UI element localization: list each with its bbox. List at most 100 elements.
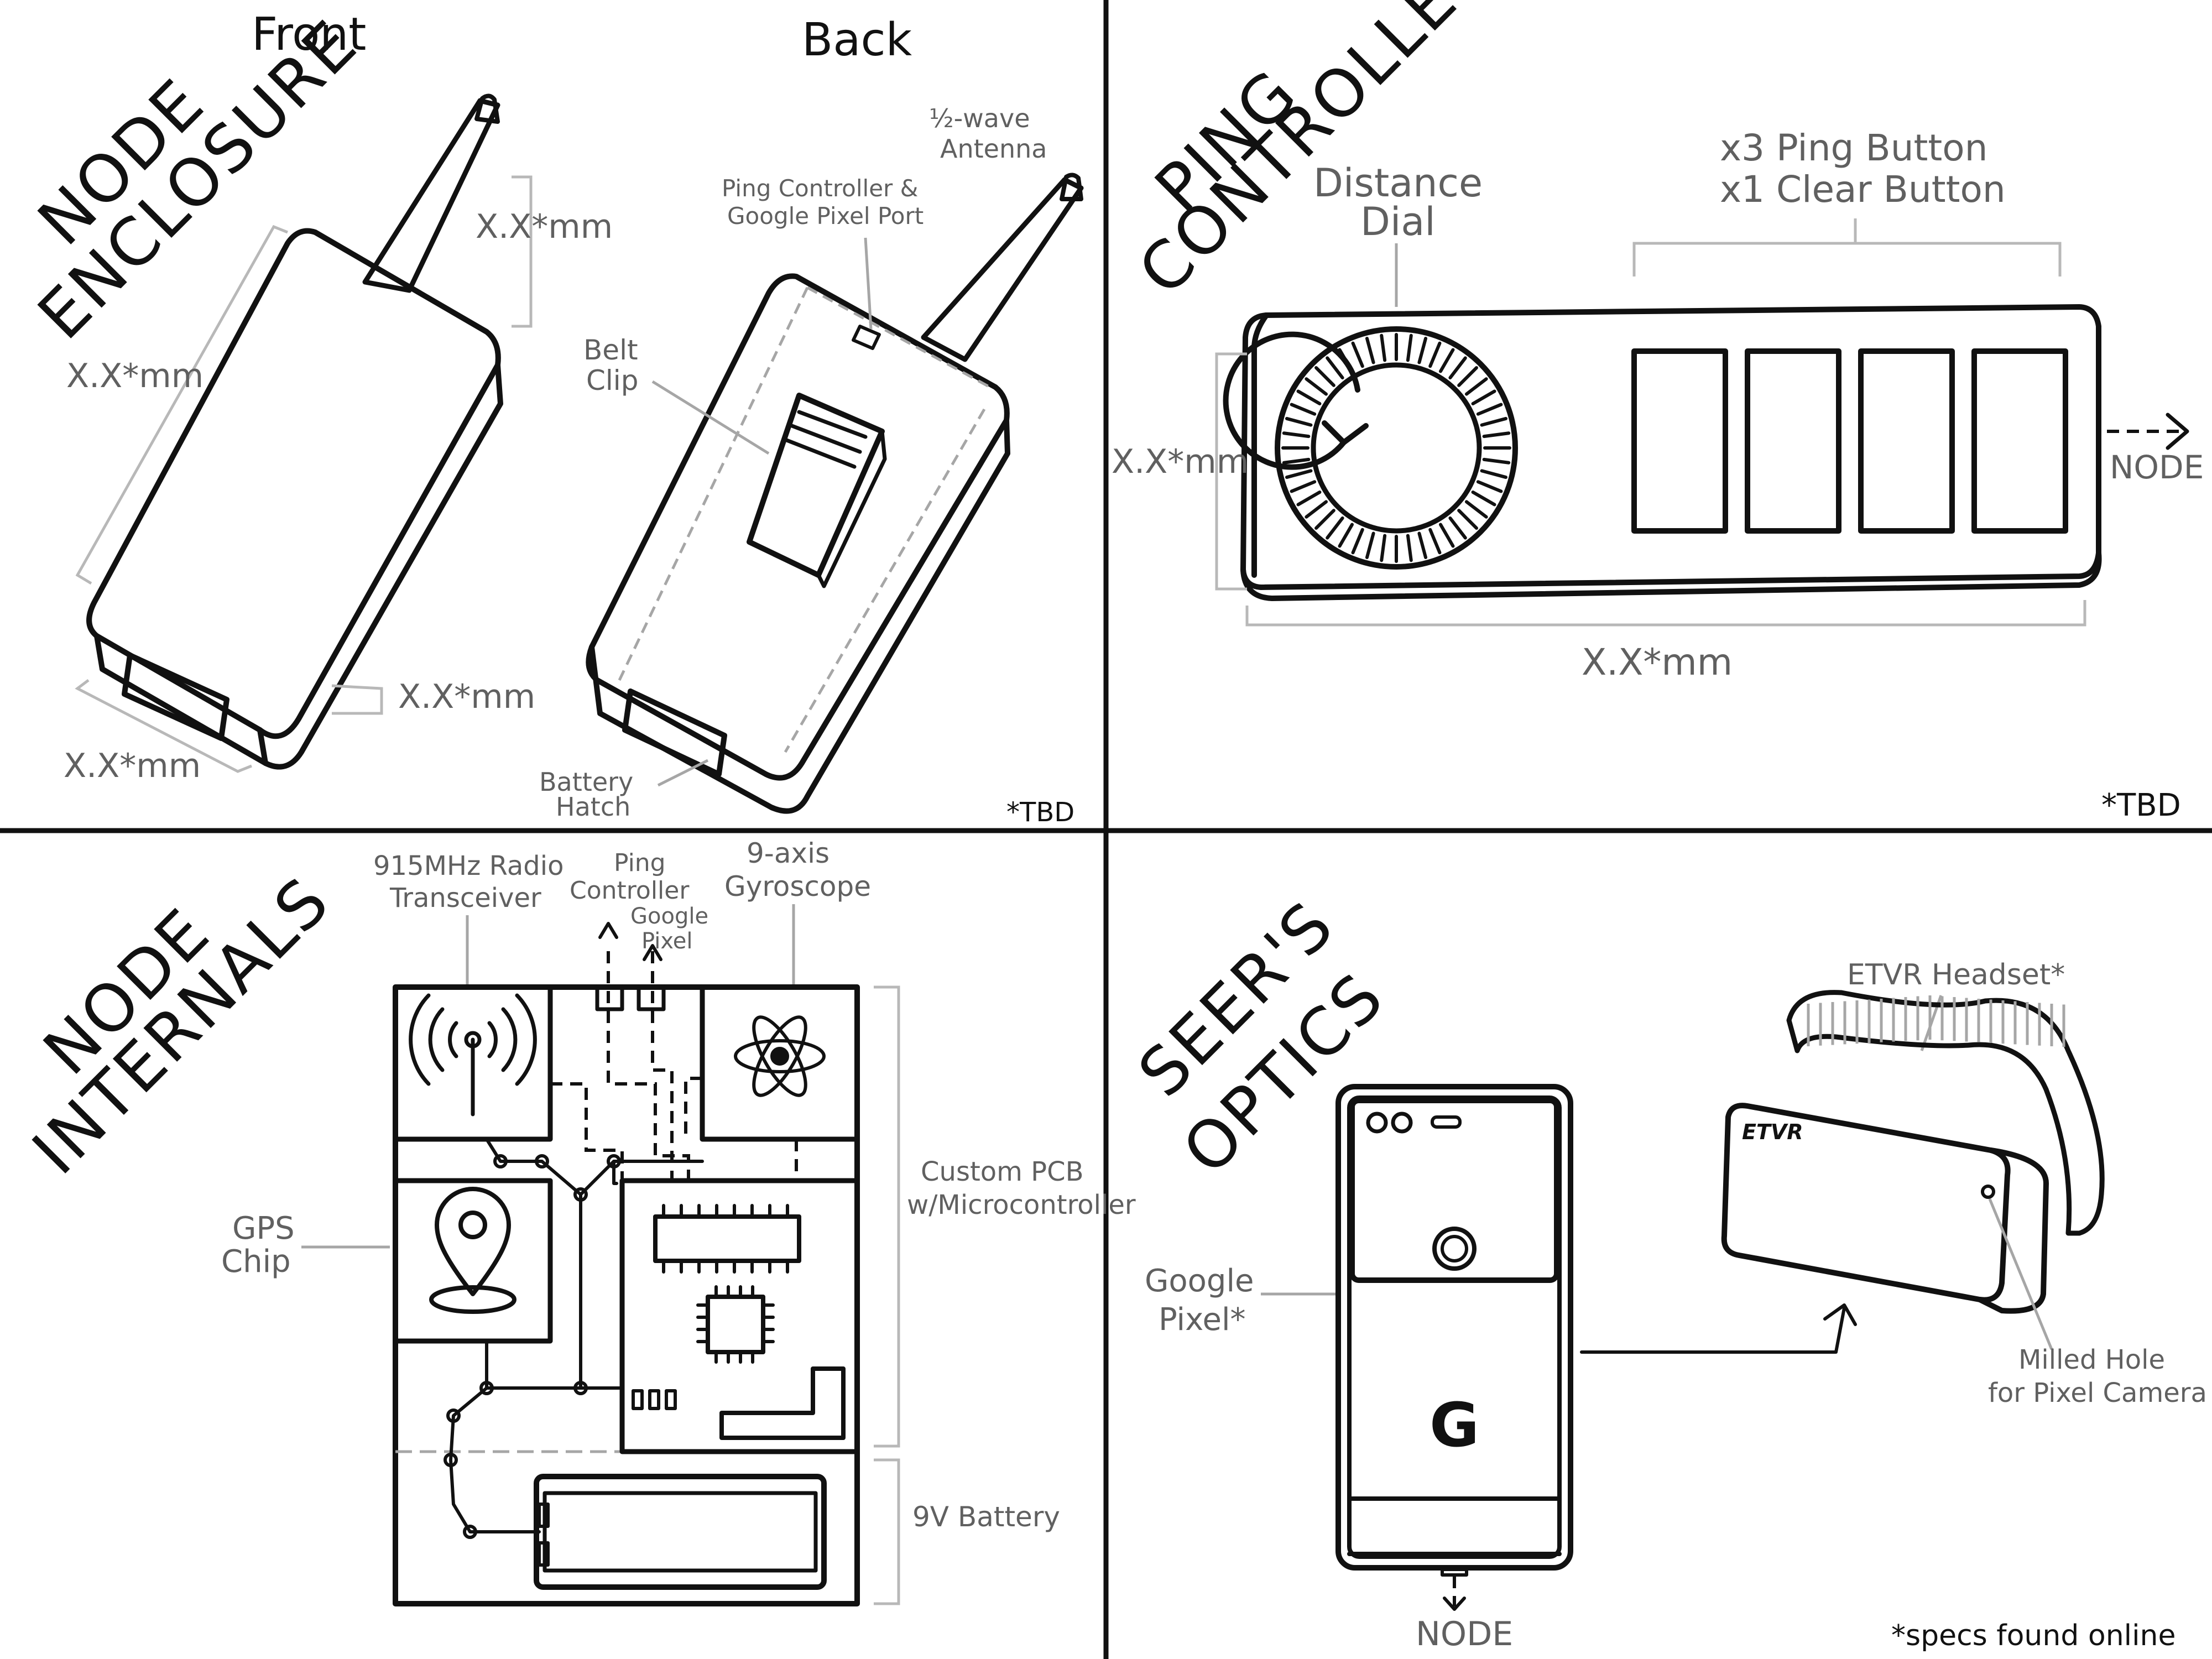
distance-dial[interactable] [1223, 326, 1518, 570]
ping-controller-port-label-2: Controller [570, 877, 690, 905]
dial-tick [1338, 523, 1354, 548]
dial-tick [1448, 516, 1467, 540]
dial-tick [1471, 389, 1496, 405]
dial-arrowhead-icon [1322, 420, 1369, 445]
dial-tick [1406, 534, 1413, 562]
gps-label-2: Chip [221, 1244, 291, 1280]
pixel-port [637, 985, 666, 1011]
controller-body [1240, 304, 2101, 590]
controller-footnote: *TBD [2101, 787, 2181, 823]
back-belt-clip [747, 393, 885, 578]
pixel-label: Google [1145, 1263, 1254, 1299]
fingerprint-sensor [1432, 1227, 1477, 1271]
dial-tick [1464, 500, 1488, 519]
battery-hatch-label-2: Hatch [556, 792, 630, 822]
battery-label: 9V Battery [912, 1501, 1060, 1533]
battery-icon [542, 1491, 818, 1573]
internals-drawing [301, 904, 900, 1606]
radio-module [393, 984, 553, 1142]
dial-tick [1285, 469, 1313, 479]
buttons-label-2: x1 Clear Button [1720, 168, 2006, 211]
gyroscope-module [700, 984, 860, 1142]
gyro-label-2: Gyroscope [724, 870, 871, 902]
ping-controller-port-label: Ping [614, 849, 666, 877]
pcb-label-2: w/Microcontroller [907, 1190, 1136, 1220]
dial-tick [1296, 389, 1322, 405]
google-pixel-phone [1335, 1084, 1573, 1611]
headset-label: ETVR Headset* [1847, 958, 2065, 992]
atom-gyroscope-icon [734, 1015, 826, 1097]
dial-tick [1417, 336, 1428, 364]
belt-clip-lines [783, 410, 887, 588]
dial-tick [1439, 348, 1455, 373]
front-antenna-tip [474, 93, 500, 124]
camera-lens-1 [1366, 1112, 1388, 1134]
dial-tick [1290, 403, 1317, 416]
radio-label: 915MHz Radio [373, 851, 564, 881]
belt-clip-label-2: Clip [586, 364, 638, 397]
front-body-bottom [257, 727, 268, 766]
back-body-side [589, 418, 1010, 814]
dial-tick [1482, 431, 1511, 439]
phone-g-logo: G [1430, 1390, 1479, 1460]
port-label-2: Google Pixel Port [727, 202, 924, 229]
dial-tick [1282, 457, 1311, 465]
dial-tick [1482, 457, 1511, 465]
enclosure-back-drawing [586, 173, 1084, 814]
pixel-label-2: Pixel* [1159, 1302, 1246, 1338]
front-body-top [86, 228, 501, 739]
gps-module [393, 1178, 553, 1344]
headset-body [1721, 1103, 2011, 1303]
pcb-bracket-shape [719, 1366, 846, 1440]
dial-tick [1448, 356, 1467, 380]
headset-strap [1786, 990, 2105, 1236]
small-chip [706, 1295, 765, 1354]
dial-tick [1439, 523, 1455, 548]
dial-tick [1326, 516, 1344, 540]
node-enclosure-panel: NODE ENCLOSURE Front Back X.X*mm X.X*mm … [23, 5, 1084, 828]
dial-tick [1314, 509, 1335, 530]
front-label: Front [252, 8, 366, 61]
dial-tick [1417, 531, 1428, 560]
antenna-label: ½-wave [929, 103, 1030, 133]
dial-tick [1305, 377, 1328, 396]
pcb-module [619, 1178, 860, 1454]
dial-tick [1428, 341, 1442, 368]
radio-tower-icon [409, 993, 537, 1117]
back-antenna-tip [1060, 173, 1083, 201]
location-pin-icon [429, 1187, 517, 1314]
distance-dial-label-2: Dial [1360, 199, 1436, 244]
ping-button-3[interactable] [1858, 348, 1955, 534]
port-label: Ping Controller & [722, 175, 918, 202]
enclosure-footnote: *TBD [1006, 797, 1074, 828]
dial-tick [1428, 528, 1442, 555]
ping-button-2[interactable] [1745, 348, 1841, 534]
antenna-label-2: Antenna [940, 134, 1047, 164]
dim-enclosure-width: X.X*mm [64, 747, 201, 785]
dial-tick [1471, 491, 1496, 507]
dial-tick [1326, 356, 1344, 380]
back-hidden-edges [618, 286, 991, 753]
controller-width-dim: X.X*mm [1582, 641, 1733, 684]
node-internals-panel: NODE INTERNALS 915MHz Radio Transceiver … [18, 837, 1136, 1606]
controller-node-link: NODE [2110, 448, 2204, 486]
dial-tick [1380, 534, 1387, 562]
headset-brand-mark: ETVR [1742, 1120, 1803, 1144]
clear-button[interactable] [1971, 348, 2068, 534]
dial-tick [1365, 531, 1375, 560]
radio-label-2: Transceiver [389, 883, 541, 914]
dial-tick [1476, 403, 1503, 416]
dial-tick [1282, 431, 1311, 439]
dial-tick [1476, 480, 1503, 493]
ping-button-1[interactable] [1631, 348, 1728, 534]
pixel-port-label: Google [630, 904, 708, 929]
optics-node-link: NODE [1416, 1615, 1513, 1653]
dial-tick [1464, 377, 1488, 396]
dial-tick [1314, 366, 1335, 387]
ping-controller-port [595, 985, 624, 1011]
dial-tick [1305, 500, 1328, 519]
dial-tick [1351, 341, 1364, 368]
ping-controller-panel: PING CONTROLLER Distance Dial x3 Ping Bu… [1112, 0, 2204, 823]
pcb-label: Custom PCB [921, 1156, 1084, 1187]
